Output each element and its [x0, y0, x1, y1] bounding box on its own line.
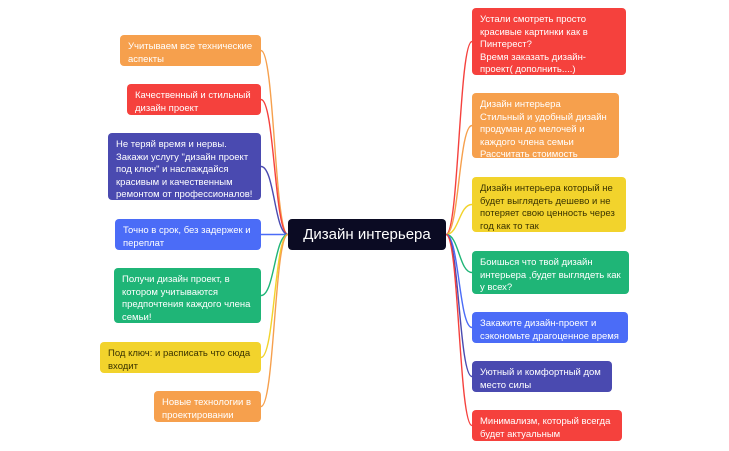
branch-left-5[interactable]: Получи дизайн проект, в котором учитываю…: [114, 268, 261, 323]
connector-right-7: [445, 233, 473, 427]
branch-left-2[interactable]: Качественный и стильный дизайн проект: [127, 84, 261, 115]
branch-right-6[interactable]: Уютный и комфортный дом место силы: [472, 361, 612, 392]
connector-right-2: [445, 124, 473, 236]
branch-right-1[interactable]: Устали смотреть просто красивые картинки…: [472, 8, 626, 75]
branch-left-3[interactable]: Не теряй время и нервы. Закажи услугу "д…: [108, 133, 261, 200]
branch-right-7[interactable]: Минимализм, который всегда будет актуаль…: [472, 410, 622, 441]
connector-left-1: [260, 49, 289, 236]
connector-right-3: [445, 203, 473, 236]
connector-right-6: [445, 233, 473, 378]
connector-left-6: [260, 233, 289, 359]
branch-left-4[interactable]: Точно в срок, без задержек и переплат: [115, 219, 261, 250]
branch-right-4[interactable]: Боишься что твой дизайн интерьера ,будет…: [472, 251, 629, 294]
connector-left-7: [260, 233, 289, 408]
branch-right-3[interactable]: Дизайн интерьера который не будет выгляд…: [472, 177, 626, 232]
connector-right-1: [445, 40, 473, 236]
connector-left-2: [260, 98, 289, 236]
central-topic[interactable]: Дизайн интерьера: [288, 219, 446, 250]
branch-left-1[interactable]: Учитываем все технические аспекты: [120, 35, 261, 66]
branch-left-6[interactable]: Под ключ: и расписать что сюда входит: [100, 342, 261, 373]
branch-right-2[interactable]: Дизайн интерьера Стильный и удобный диза…: [472, 93, 619, 158]
connector-left-3: [260, 165, 289, 236]
branch-right-5[interactable]: Закажите дизайн-проект и сэкономьте драг…: [472, 312, 628, 343]
connector-left-5: [260, 233, 289, 297]
connector-right-5: [445, 233, 473, 329]
branch-left-7[interactable]: Новые технологии в проектировании: [154, 391, 261, 422]
